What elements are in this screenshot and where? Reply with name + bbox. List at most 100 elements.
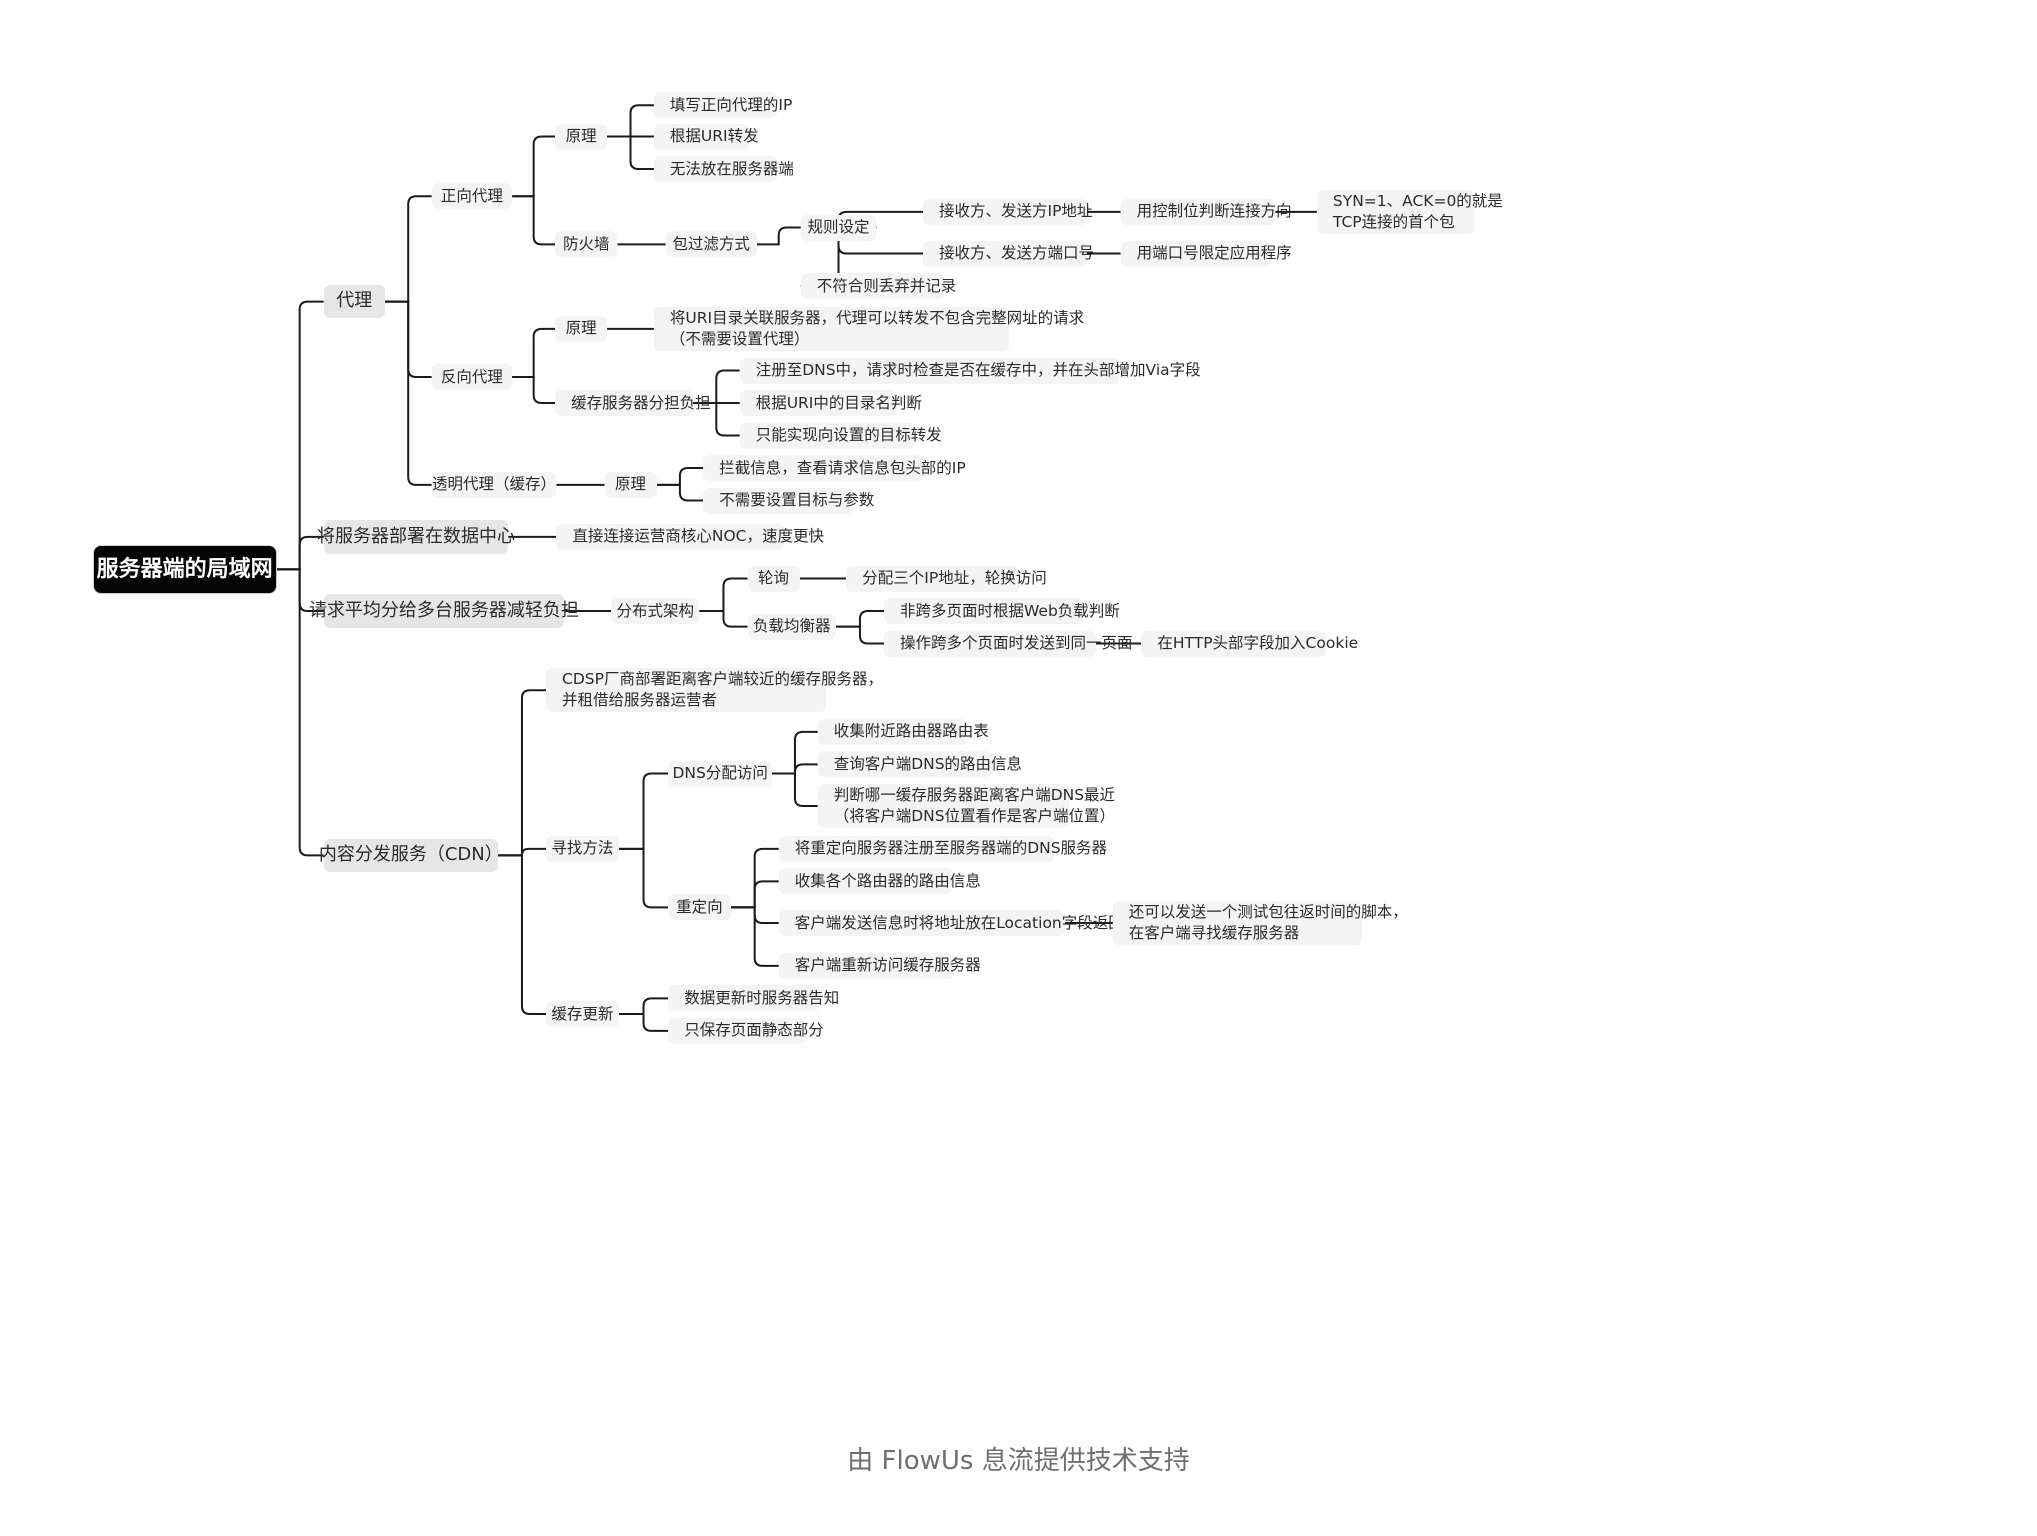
node-text: 原理 [565,127,597,146]
connector-dns-assign-to-dns-2 [772,763,818,775]
node-forward-proxy[interactable]: 正向代理 [431,183,513,210]
node-fp-p1[interactable]: 填写正向代理的IP [653,92,792,119]
node-syn[interactable]: SYN=1、ACK=0的就是 TCP连接的首个包 [1316,189,1503,234]
node-text: 无法放在服务器端 [669,159,794,178]
node-text: 只保存页面静态部分 [684,1021,824,1040]
node-text: 在客户端寻找缓存服务器 [1128,923,1300,942]
node-text: 将URI目录关联服务器，代理可以转发不包含完整网址的请求 [669,308,1085,327]
node-transparent-proxy[interactable]: 透明代理（缓存） [431,471,557,498]
node-rule-port[interactable]: 接收方、发送方端口号 [923,240,1095,267]
node-rule-drop[interactable]: 不符合则丢弃并记录 [800,273,956,299]
node-text: 将服务器部署在数据中心 [316,525,515,547]
node-rd-1[interactable]: 将重定向服务器注册至服务器端的DNS服务器 [778,835,1107,862]
connector-distributed-to-round-robin [699,577,748,612]
node-text: 原理 [614,475,646,494]
node-cdn-desc[interactable]: CDSP厂商部署距离客户端较近的缓存服务器，并租借给服务器运营者 [546,668,883,713]
node-rule-port-app[interactable]: 用端口号限定应用程序 [1120,240,1292,267]
node-lb-cookie[interactable]: 在HTTP头部字段加入Cookie [1141,630,1358,657]
node-lb-1[interactable]: 非跨多页面时根据Web负载判断 [884,598,1120,624]
node-text: 根据URI转发 [669,127,759,146]
node-text: 轮询 [757,569,789,588]
node-rp-cache[interactable]: 缓存服务器分担负担 [555,390,711,416]
node-rd-3[interactable]: 客户端发送信息时将地址放在Location字段返回 [778,910,1124,936]
node-text: 分布式架构 [616,601,694,620]
node-text: 客户端发送信息时将地址放在Location字段返回 [794,913,1124,932]
connector-reverse-proxy-to-rp-principle [512,327,556,378]
node-text: 用端口号限定应用程序 [1136,244,1292,263]
connector-tp-principle-to-tp-p1 [656,467,704,486]
node-rd-4[interactable]: 客户端重新访问缓存服务器 [778,952,981,979]
node-text: 判断哪一缓存服务器距离客户端DNS最近 [833,786,1116,805]
node-text: 缓存更新 [551,1004,614,1023]
node-lb-2[interactable]: 操作跨多个页面时发送到同一页面 [884,630,1133,657]
node-rd-2[interactable]: 收集各个路由器的路由信息 [778,868,981,895]
node-lb-device[interactable]: 负载均衡器 [747,613,836,640]
node-dns-3[interactable]: 判断哪一缓存服务器距离客户端DNS最近（将客户端DNS位置看作是客户端位置） [817,783,1116,829]
node-rp-c3[interactable]: 只能实现向设置的目标转发 [739,422,942,449]
node-firewall[interactable]: 防火墙 [555,231,618,258]
node-root[interactable]: 服务器端的局域网 [93,546,276,593]
node-rp-c2[interactable]: 根据URI中的目录名判断 [739,390,922,416]
node-packet-filter[interactable]: 包过滤方式 [665,231,757,258]
node-text: 收集各个路由器的路由信息 [794,871,981,890]
node-rule-setting[interactable]: 规则设定 [800,214,877,241]
node-redirect[interactable]: 重定向 [668,894,731,921]
node-fp-p2[interactable]: 根据URI转发 [653,123,759,150]
connector-root-to-proxy [275,300,324,571]
node-datacenter[interactable]: 将服务器部署在数据中心 [317,520,515,554]
node-dns-1[interactable]: 收集附近路由器路由表 [817,718,989,745]
node-rp-c1[interactable]: 注册至DNS中，请求时检查是否在缓存中，并在头部增加Via字段 [739,357,1201,384]
node-rp-principle[interactable]: 原理 [555,315,608,342]
node-round-robin[interactable]: 轮询 [747,565,800,592]
node-text: 规则设定 [807,218,870,237]
node-rule-ip[interactable]: 接收方、发送方IP地址 [923,198,1092,225]
node-proxy[interactable]: 代理 [323,284,385,319]
node-text: 不需要设置目标与参数 [719,491,875,510]
node-text: 收集附近路由器路由表 [833,722,989,741]
node-rp-desc[interactable]: 将URI目录关联服务器，代理可以转发不包含完整网址的请求 （不需要设置代理） [653,306,1085,351]
node-tp-principle[interactable]: 原理 [604,471,657,498]
node-text: 并租借给服务器运营者 [562,691,718,710]
node-text: 内容分发服务（CDN） [318,844,503,866]
node-text: 负载均衡器 [752,617,831,636]
node-text: TCP连接的首个包 [1332,212,1455,231]
node-text: 透明代理（缓存） [431,475,556,494]
connector-rp-cache-to-rp-c3 [692,402,740,437]
connector-tp-principle-to-tp-p2 [656,483,704,502]
node-cdn[interactable]: 内容分发服务（CDN） [319,838,503,873]
node-text: 只能实现向设置的目标转发 [755,426,942,445]
node-text: （将客户端DNS位置看作是客户端位置） [833,806,1116,825]
node-text: 原理 [565,319,597,338]
node-cu-2[interactable]: 只保存页面静态部分 [668,1017,824,1044]
connector-distributed-to-lb-device [699,610,748,628]
node-text: 接收方、发送方端口号 [939,244,1095,263]
node-text: 数据更新时服务器告知 [684,988,840,1007]
connector-redirect-to-rd-4 [730,906,779,967]
node-text: 缓存服务器分担负担 [571,393,711,412]
node-find-method[interactable]: 寻找方法 [546,835,619,862]
node-tp-p2[interactable]: 不需要设置目标与参数 [703,487,875,514]
connector-proxy-to-forward-proxy [384,195,432,303]
connector-dns-assign-to-dns-1 [772,730,818,775]
connector-cache-update-to-cu-2 [618,1013,669,1032]
node-reverse-proxy[interactable]: 反向代理 [431,364,513,390]
node-cu-1[interactable]: 数据更新时服务器告知 [668,985,840,1012]
node-dc-noc[interactable]: 直接连接运营商核心NOC，速度更快 [556,523,824,550]
connector-find-method-to-redirect [618,847,669,909]
node-loadbalance[interactable]: 请求平均分给多台服务器减轻负担 [309,594,579,628]
node-text: 操作跨多个页面时发送到同一页面 [900,634,1133,653]
node-distributed[interactable]: 分布式架构 [611,598,700,624]
node-dns-2[interactable]: 查询客户端DNS的路由信息 [817,751,1022,778]
node-dns-assign[interactable]: DNS分配访问 [668,760,773,787]
node-rr-desc[interactable]: 分配三个IP地址，轮换访问 [846,565,1047,592]
node-tp-p1[interactable]: 拦截信息，查看请求信息包头部的IP [703,455,966,481]
node-text: （不需要设置代理） [669,329,810,348]
node-cache-update[interactable]: 缓存更新 [546,1001,619,1027]
node-fp-p3[interactable]: 无法放在服务器端 [653,156,794,182]
node-fp-principle[interactable]: 原理 [555,123,608,150]
node-text: SYN=1、ACK=0的就是 [1332,191,1503,210]
node-rule-ip-dir[interactable]: 用控制位判断连接方向 [1120,198,1292,225]
connector-forward-proxy-to-fp-principle [512,135,556,198]
node-text: 非跨多页面时根据Web负载判断 [900,601,1120,620]
node-rd-3a[interactable]: 还可以发送一个测试包往返时间的脚本，在客户端寻找缓存服务器 [1112,900,1408,946]
